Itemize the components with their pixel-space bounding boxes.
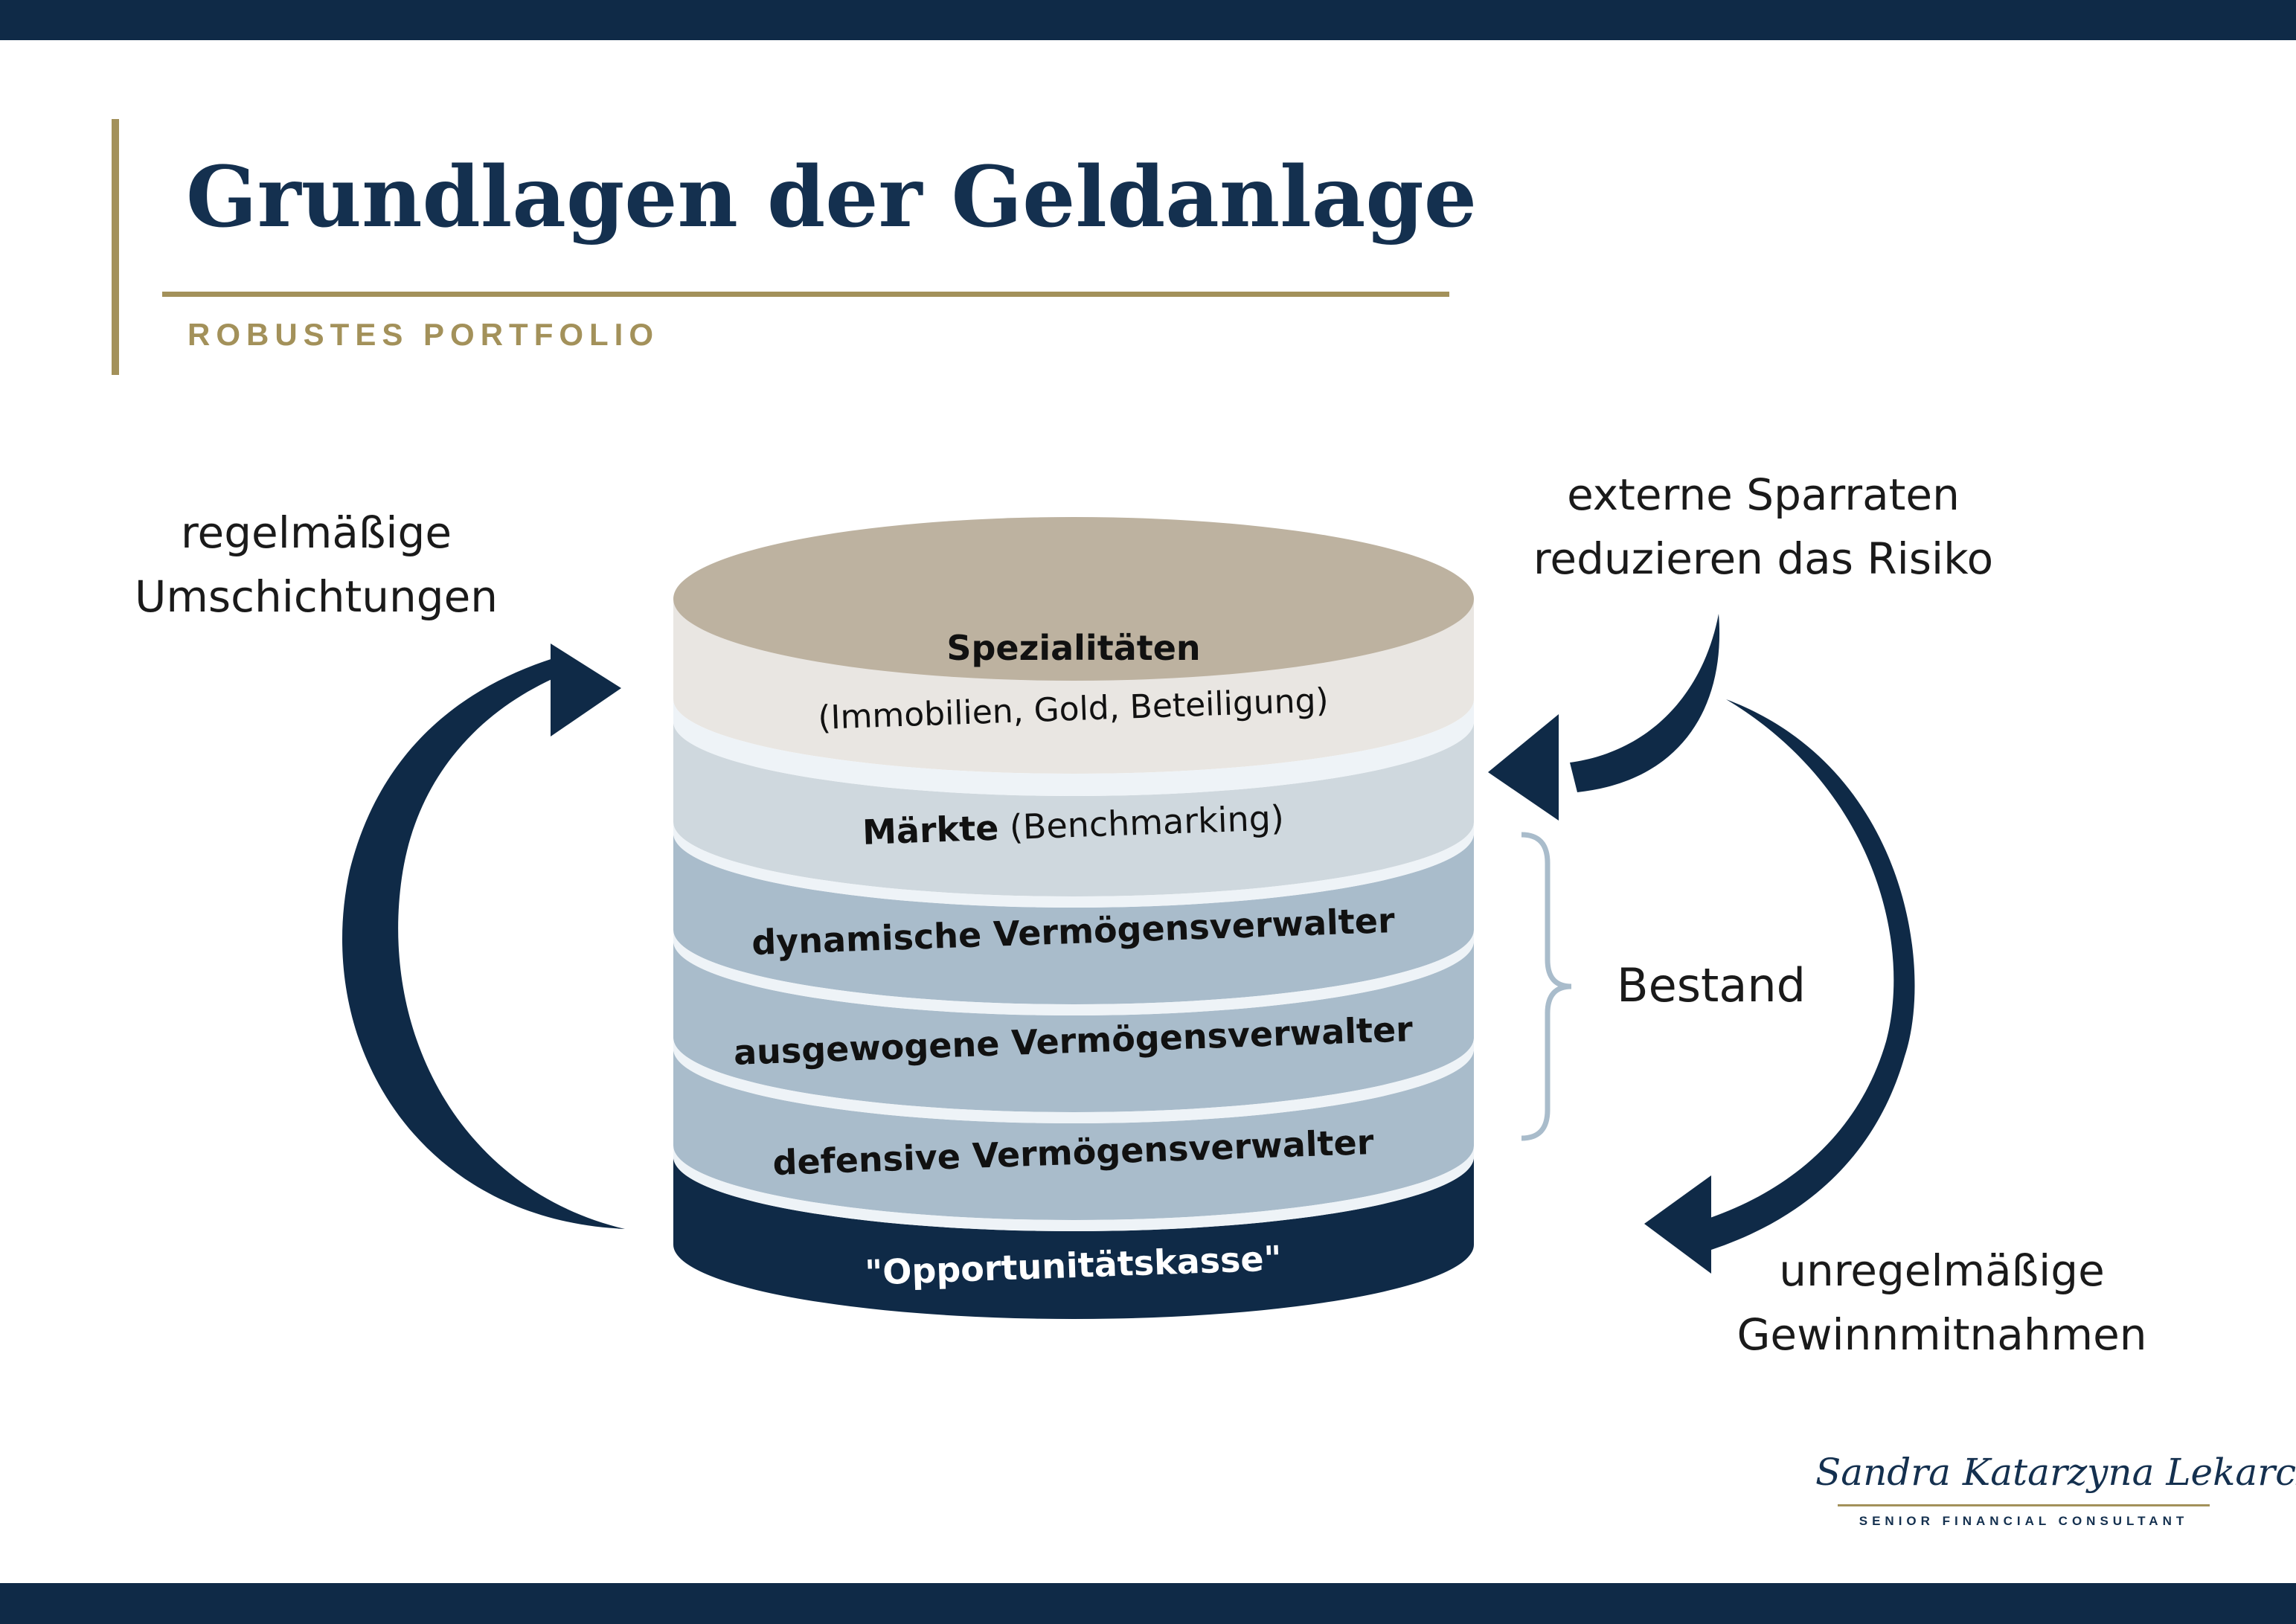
label-sparraten-line2: reduzieren das Risiko: [1533, 533, 1994, 584]
layer-dynamisch: [673, 833, 1474, 1004]
label-sparraten-line1: externe Sparraten: [1567, 469, 1960, 520]
layer-ausgewogen: [673, 941, 1474, 1112]
cylinder: [673, 517, 1474, 1319]
arrow-head-icon: [1488, 714, 1559, 821]
label-maerkte: Märkte (Benchmarking): [862, 797, 1284, 853]
bottom-band: [0, 1583, 2296, 1624]
top-band: [0, 0, 2296, 40]
layer-spezialitaeten: [673, 599, 1474, 774]
cylinder-top: [673, 517, 1474, 681]
layer-defensiv: [673, 1049, 1474, 1220]
left-cycle-arrow: [342, 643, 625, 1229]
label-umschichtungen-line1: regelmäßige: [180, 507, 452, 558]
signature-role: SENIOR FINANCIAL CONSULTANT: [1859, 1514, 2189, 1528]
label-gewinnmitnahmen-line1: unregelmäßige: [1779, 1245, 2105, 1296]
arrow-head-icon: [551, 643, 621, 736]
signature-block: Sandra Katarzyna Lekarczyk SENIOR FINANC…: [1815, 1451, 2296, 1529]
label-sparraten: externe Sparraten reduzieren das Risiko: [1510, 463, 2016, 591]
profit-taking-arrow: [1644, 699, 1915, 1274]
title-underline: [162, 292, 1449, 297]
label-bestand: Bestand: [1617, 958, 1806, 1012]
bestand-brace: [1521, 832, 1572, 1141]
signature-name: Sandra Katarzyna Lekarczyk: [1815, 1451, 2296, 1494]
signature-rule: [1838, 1504, 2210, 1506]
label-gewinnmitnahmen-line2: Gewinnmitnahmen: [1737, 1309, 2147, 1360]
separator: [673, 699, 1474, 796]
label-umschichtungen-line2: Umschichtungen: [134, 571, 498, 622]
arrow-head-icon: [1644, 1175, 1711, 1274]
layer-maerkte: [673, 722, 1474, 896]
page-title: Grundlagen der Geldanlage: [186, 149, 1477, 246]
page-subtitle: ROBUSTES PORTFOLIO: [187, 317, 660, 352]
title-accent-bar: [112, 119, 119, 375]
layer-kasse: [673, 1157, 1474, 1319]
savings-inflow-arrow: [1488, 614, 1720, 821]
label-spezialitaeten: Spezialitäten: [946, 628, 1200, 668]
label-umschichtungen: regelmäßige Umschichtungen: [112, 501, 521, 629]
label-gewinnmitnahmen: unregelmäßige Gewinnmitnahmen: [1711, 1239, 2172, 1367]
